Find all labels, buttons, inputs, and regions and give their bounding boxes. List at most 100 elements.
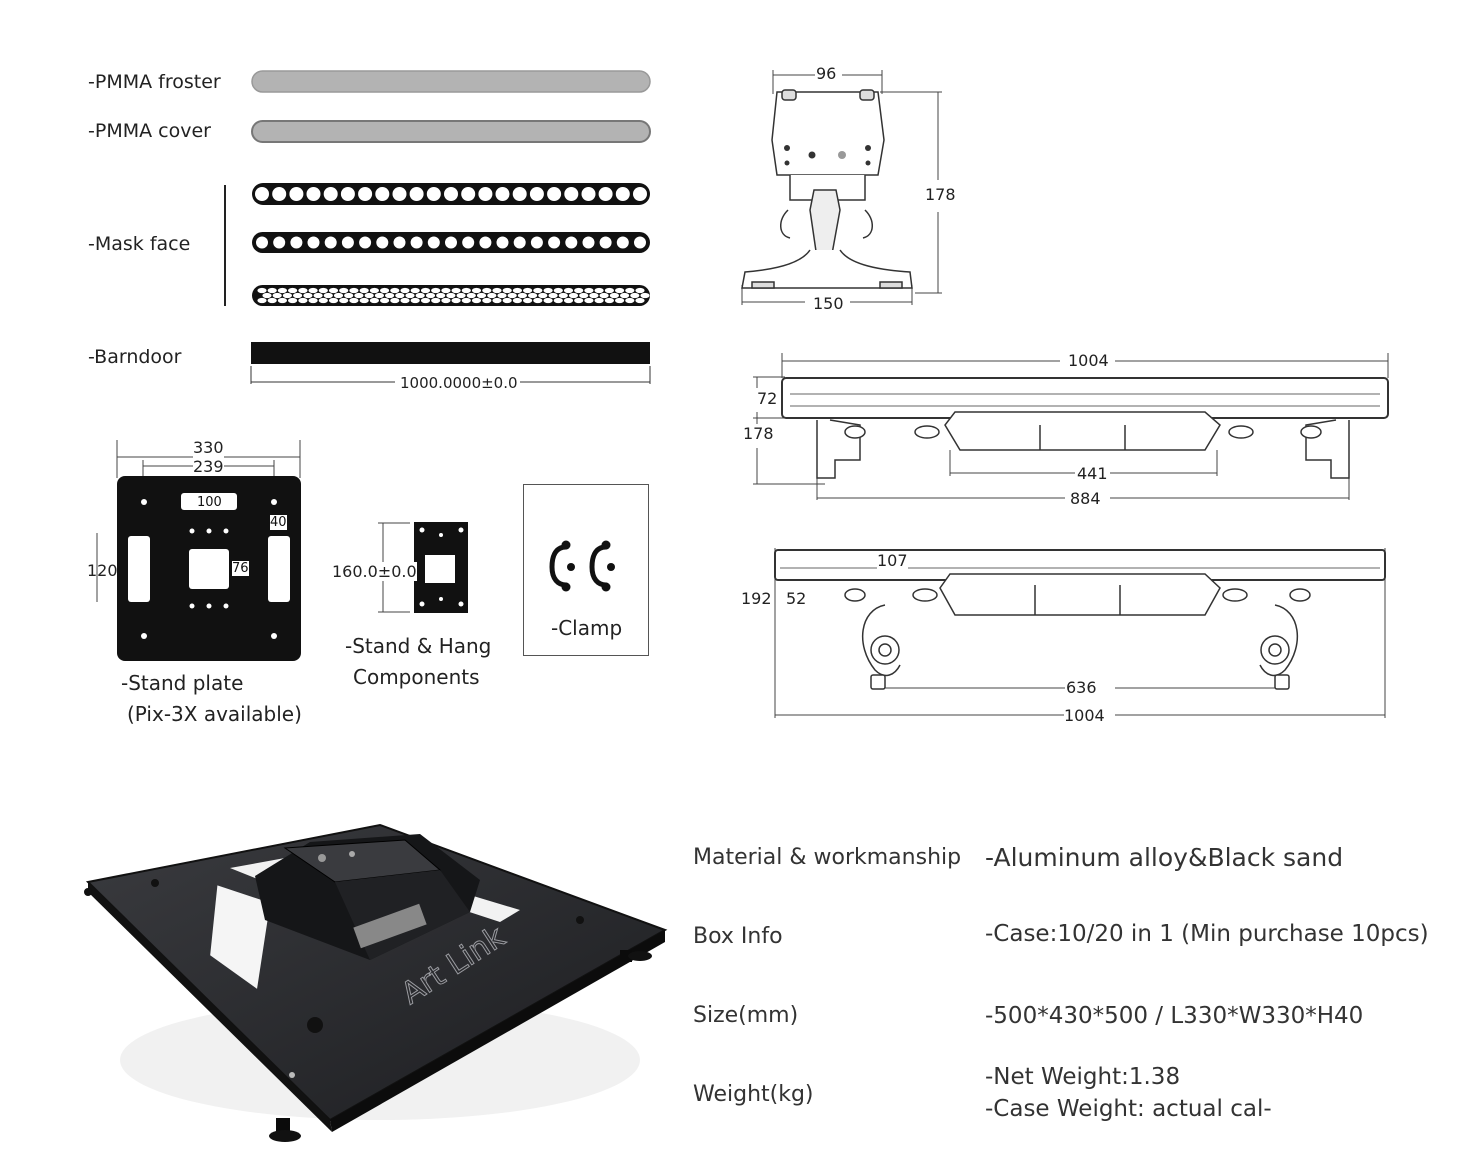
- mask-hole: [461, 187, 476, 201]
- mask-hole: [492, 287, 502, 294]
- mask-hole: [512, 297, 523, 304]
- mask-hole: [436, 292, 446, 299]
- spec-box-value: -Case:10/20 in 1 (Min purchase 10pcs): [985, 921, 1429, 947]
- mask-hole: [609, 292, 620, 299]
- pmma-froster-strip: [251, 70, 651, 93]
- spec-box-key: Box Info: [693, 924, 783, 949]
- mask-hole: [574, 297, 584, 304]
- mask-hole: [400, 287, 410, 294]
- clamp-box: -Clamp: [523, 484, 649, 656]
- mask-hole: [369, 297, 379, 304]
- mask-hole: [584, 287, 594, 294]
- mask-hole: [599, 236, 612, 249]
- mask-hole: [625, 297, 635, 304]
- mask-hole: [339, 287, 349, 294]
- mask-hole: [538, 292, 548, 299]
- mask-hole: [255, 187, 269, 201]
- mask-hole: [426, 187, 441, 201]
- mask-hole: [344, 292, 354, 299]
- mask-hole: [257, 287, 267, 294]
- mask-hole: [633, 187, 647, 201]
- front-view-length-dim: 1004: [1068, 351, 1109, 370]
- mask-hole: [563, 287, 574, 294]
- accessory-strips: [224, 70, 651, 384]
- mask-hole: [528, 292, 538, 299]
- mask-hole: [462, 236, 475, 249]
- front-view-bracket-dim: 441: [1077, 464, 1108, 483]
- mask-hole: [354, 292, 364, 299]
- mask-hole: [533, 287, 543, 294]
- mask-hole: [328, 297, 339, 304]
- mask-hole: [568, 292, 579, 299]
- mask-hole: [594, 287, 604, 294]
- mask-hole: [359, 287, 369, 294]
- mask-hole: [392, 187, 407, 201]
- mask-hole: [482, 297, 492, 304]
- mask-hole: [349, 297, 359, 304]
- mask-hole: [487, 292, 497, 299]
- mask-hole: [512, 187, 527, 201]
- mask-hole: [533, 297, 543, 304]
- mask-hole: [564, 187, 579, 201]
- mask-hole: [466, 292, 476, 299]
- mask-hole: [523, 287, 533, 294]
- mask-hole: [635, 297, 645, 304]
- mask-hole: [589, 292, 599, 299]
- mask-hole: [615, 297, 625, 304]
- mask-hole: [324, 236, 337, 249]
- mask-hole: [497, 292, 507, 299]
- mask-hole: [565, 236, 578, 249]
- mask-hole: [318, 287, 328, 294]
- stand-plate-drawing: [96, 440, 301, 661]
- mask-hole: [431, 297, 441, 304]
- mask-hole: [341, 236, 354, 249]
- stand-plate-center-dim: 76: [232, 561, 249, 576]
- mask-hole: [410, 297, 420, 304]
- mask-hole: [405, 292, 415, 299]
- mask-hole: [496, 236, 509, 249]
- mask-hole: [303, 292, 313, 299]
- barndoor-length-dim: 1000.0000±0.0: [400, 374, 518, 392]
- mask-hole: [358, 187, 373, 201]
- mask-hole: [431, 287, 441, 294]
- clamp-caption: -Clamp: [551, 616, 623, 640]
- mask-hole: [375, 187, 390, 201]
- mask-hole: [530, 236, 543, 249]
- side-view-height-dim: 178: [925, 185, 956, 204]
- mask-hole: [604, 297, 615, 304]
- mask-hole: [364, 292, 374, 299]
- mask-hole: [599, 292, 609, 299]
- spec-size-key: Size(mm): [693, 1003, 799, 1028]
- mask-hole: [574, 287, 584, 294]
- mask-hole: [478, 187, 493, 201]
- mask-hole: [257, 297, 267, 304]
- spec-material-key: Material & workmanship: [693, 845, 962, 870]
- mask-hole: [584, 297, 594, 304]
- mask-hole: [598, 187, 613, 201]
- mask-hole: [380, 297, 390, 304]
- mask-hole: [318, 297, 328, 304]
- stand-plate-caption-2: (Pix-3X available): [127, 702, 302, 726]
- pmma-cover-strip: [251, 120, 651, 143]
- hang-view-clamps-dim: 636: [1066, 678, 1097, 697]
- mask-hole: [543, 297, 553, 304]
- front-view-body-height-dim: 72: [757, 389, 778, 408]
- mask-hole: [420, 297, 431, 304]
- spec-weight-value: -Net Weight:1.38: [985, 1064, 1181, 1090]
- mask-hole: [340, 187, 355, 201]
- mask-hole: [635, 287, 645, 294]
- mask-hole: [395, 292, 405, 299]
- barndoor-strip: [251, 342, 650, 364]
- mask-face-strip-large-holes: [252, 183, 650, 205]
- hang-caption-2: Components: [353, 665, 480, 689]
- mask-hole: [476, 292, 487, 299]
- mask-hole: [272, 292, 282, 299]
- stand-plate-caption: -Stand plate: [121, 671, 244, 695]
- mask-hole: [471, 287, 482, 294]
- mask-hole: [482, 287, 492, 294]
- mask-hole: [420, 287, 431, 294]
- mask-hole: [548, 236, 561, 249]
- mask-hole: [582, 236, 595, 249]
- mask-hole: [630, 292, 640, 299]
- mask-hole: [282, 292, 292, 299]
